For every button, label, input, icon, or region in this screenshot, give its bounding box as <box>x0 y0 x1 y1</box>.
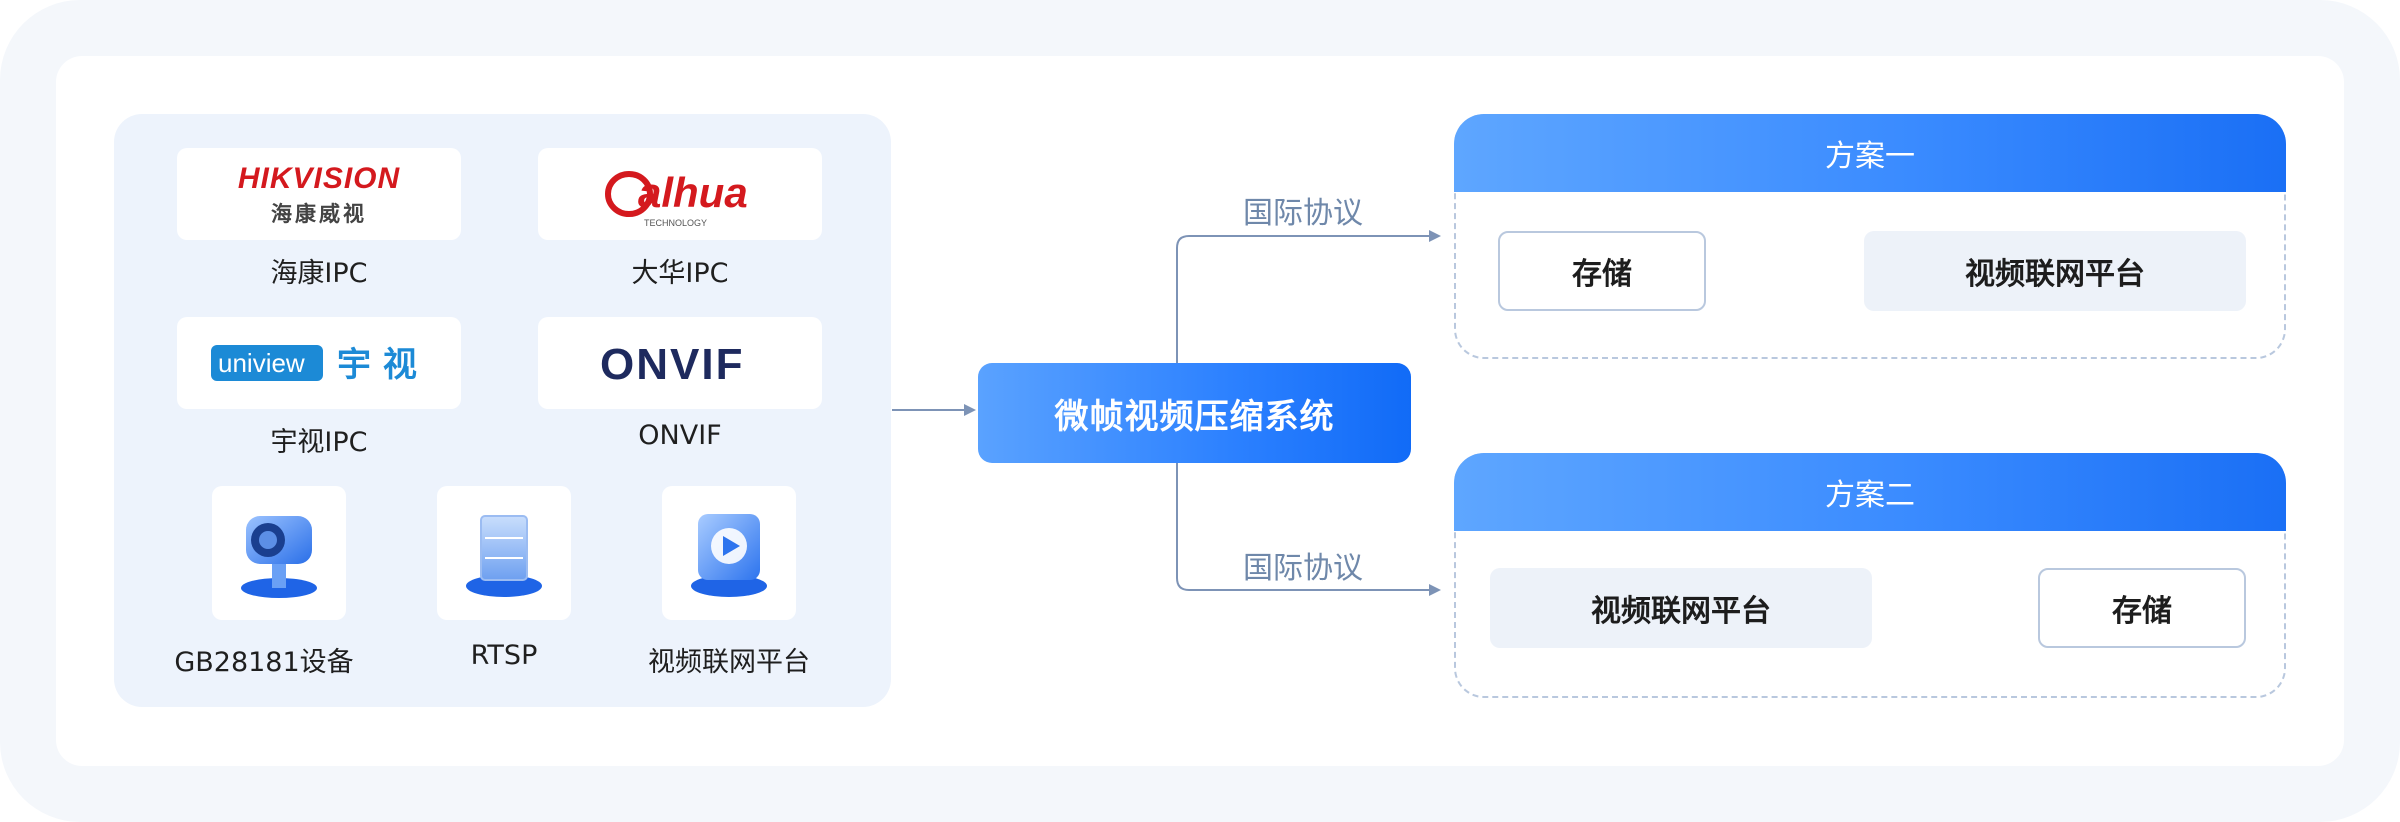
onvif-label: ONVIF <box>638 420 722 451</box>
onvif-logo: ONVIF <box>600 340 744 389</box>
protocol-label-bottom: 国际协议 <box>1243 551 1363 586</box>
plan1-storage-box: 存储 <box>1498 231 1706 311</box>
dahua-logo-box: alhua TECHNOLOGY <box>538 148 822 240</box>
video-platform-tile <box>662 486 796 620</box>
dahua-logo-text: alhua <box>638 169 748 216</box>
hikvision-logo-box: HIKVISION 海康威视 <box>177 148 461 240</box>
plan1-title: 方案一 <box>1454 114 2286 192</box>
plan1-platform-box: 视频联网平台 <box>1864 231 2246 311</box>
gb28181-tile <box>212 486 346 620</box>
uniview-logo-box: uniview 宇 视 <box>177 317 461 409</box>
plan2-container: 方案二 视频联网平台 存储 <box>1454 453 2286 698</box>
video-platform-label: 视频联网平台 <box>648 647 810 678</box>
protocol-label-top: 国际协议 <box>1243 196 1363 231</box>
system-to-plan2-arrow <box>1176 463 1441 596</box>
uniview-logo: uniview 宇 视 <box>211 345 417 385</box>
camera-icon <box>241 516 317 598</box>
onvif-logo-text: ONVIF <box>600 340 744 389</box>
onvif-logo-box: ONVIF <box>538 317 822 409</box>
gb28181-label: GB28181设备 <box>174 647 354 678</box>
uniview-logo-text: uniview <box>218 348 305 378</box>
plan2-title: 方案二 <box>1454 453 2286 531</box>
hikvision-label: 海康IPC <box>270 258 368 289</box>
system-to-plan1-arrow <box>1176 230 1441 363</box>
uniview-logo-cn: 宇 视 <box>337 345 417 385</box>
plan1-container: 方案一 存储 视频联网平台 <box>1454 114 2286 359</box>
server-cube-icon <box>466 515 542 597</box>
compression-system-box: 微帧视频压缩系统 <box>978 363 1411 463</box>
hikvision-logo: HIKVISION <box>237 162 401 195</box>
rtsp-label: RTSP <box>470 640 538 671</box>
hikvision-logo-cn: 海康威视 <box>271 202 367 226</box>
dahua-label: 大华IPC <box>631 258 729 289</box>
video-play-icon <box>691 514 767 597</box>
rtsp-tile <box>437 486 571 620</box>
dahua-logo: alhua TECHNOLOGY <box>605 169 748 228</box>
uniview-label: 宇视IPC <box>270 427 368 458</box>
plan2-storage-box: 存储 <box>2038 568 2246 648</box>
dahua-logo-sub: TECHNOLOGY <box>644 218 707 228</box>
plan2-platform-box: 视频联网平台 <box>1490 568 1872 648</box>
